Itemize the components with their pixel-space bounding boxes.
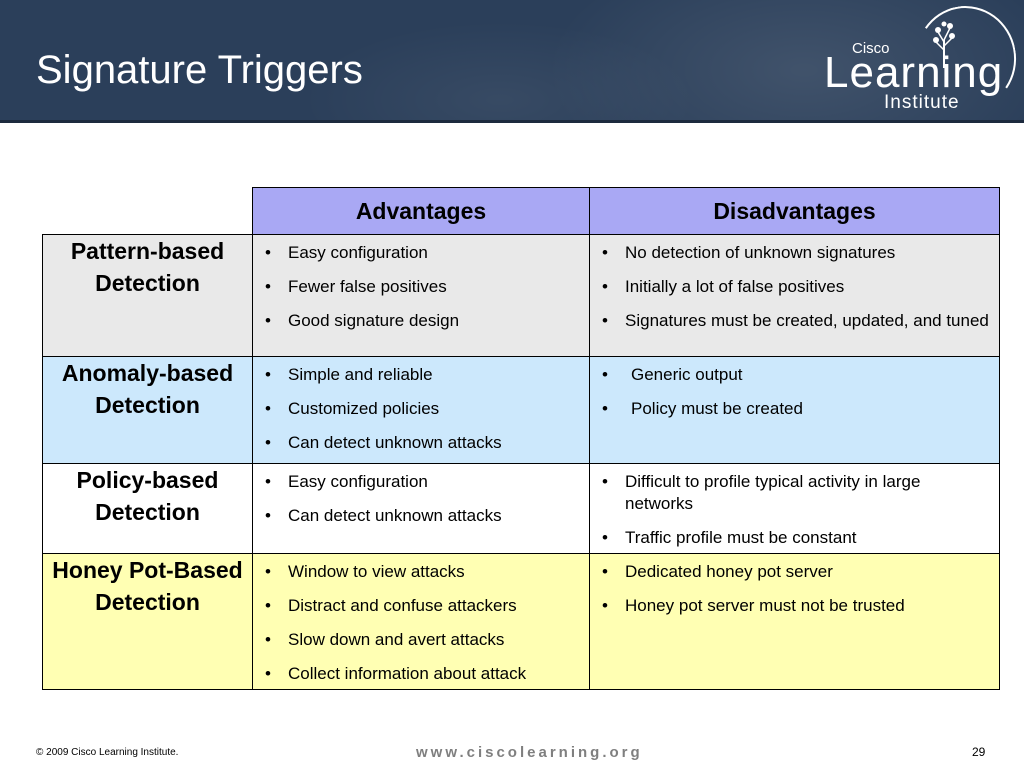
- list-item: •Policy must be created: [602, 399, 803, 418]
- list-item: •Can detect unknown attacks: [265, 433, 502, 452]
- disadvantages-cell: •No detection of unknown signatures •Ini…: [589, 234, 1000, 357]
- table-row: Honey Pot-Based Detection •Window to vie…: [42, 553, 1000, 690]
- column-header-disadvantages: Disadvantages: [589, 187, 1000, 235]
- advantages-cell: •Simple and reliable •Customized policie…: [252, 356, 590, 464]
- list-item: •Fewer false positives: [265, 277, 447, 296]
- list-item-text: Simple and reliable: [288, 365, 433, 384]
- list-item: •Honey pot server must not be trusted: [602, 596, 905, 615]
- list-item: •Window to view attacks: [265, 562, 465, 581]
- table-row: Policy-based Detection •Easy configurati…: [42, 463, 1000, 554]
- list-item-text: Good signature design: [288, 311, 460, 330]
- list-item: •Generic output: [602, 365, 743, 384]
- list-item-text: Dedicated honey pot server: [625, 562, 833, 581]
- column-header-advantages: Advantages: [252, 187, 590, 235]
- table-header-row: Advantages Disadvantages: [43, 187, 1000, 235]
- list-item-text: Fewer false positives: [288, 277, 447, 296]
- table-row: Anomaly-based Detection •Simple and reli…: [42, 356, 1000, 464]
- list-item-text: Difficult to profile typical activity in…: [625, 472, 921, 513]
- logo-institute-text: Institute: [884, 92, 960, 113]
- disadvantages-cell: •Dedicated honey pot server •Honey pot s…: [589, 553, 1000, 690]
- list-item-text: Distract and confuse attackers: [288, 596, 517, 615]
- list-item-text: Easy configuration: [288, 243, 428, 262]
- list-item-text: Initially a lot of false positives: [625, 277, 845, 296]
- list-item-text: Traffic profile must be constant: [625, 528, 857, 547]
- logo-learning-text: Learning: [824, 48, 1004, 97]
- list-item: •Difficult to profile typical activity i…: [602, 472, 921, 513]
- list-item: •Dedicated honey pot server: [602, 562, 833, 581]
- list-item-text: Can detect unknown attacks: [288, 433, 502, 452]
- list-item-text: Can detect unknown attacks: [288, 506, 502, 525]
- list-item: •Easy configuration: [265, 472, 428, 491]
- list-item: •Good signature design: [265, 311, 460, 330]
- signature-triggers-table: Advantages Disadvantages Pattern-based D…: [42, 187, 1000, 690]
- list-item: •Initially a lot of false positives: [602, 277, 845, 296]
- list-item: •Traffic profile must be constant: [602, 528, 857, 547]
- advantages-cell: •Easy configuration •Can detect unknown …: [252, 463, 590, 554]
- table-row: Pattern-based Detection •Easy configurat…: [42, 234, 1000, 357]
- list-item-text: Honey pot server must not be trusted: [625, 596, 905, 615]
- list-item-text: Generic output: [631, 365, 743, 384]
- row-header-honey-pot-based: Honey Pot-Based Detection: [42, 553, 253, 690]
- row-header-pattern-based: Pattern-based Detection: [42, 234, 253, 357]
- list-item-text: Easy configuration: [288, 472, 428, 491]
- logo-cisco-text: Cisco: [852, 40, 890, 57]
- list-item-text: Slow down and avert attacks: [288, 630, 505, 649]
- list-item-text: Collect information about attack: [288, 664, 527, 683]
- copyright-text: © 2009 Cisco Learning Institute.: [36, 747, 179, 758]
- list-item: •No detection of unknown signatures: [602, 243, 896, 262]
- row-header-policy-based: Policy-based Detection: [42, 463, 253, 554]
- list-item-text: Policy must be created: [631, 399, 803, 418]
- tree-icon: [933, 21, 955, 68]
- header-rule: [0, 120, 1024, 123]
- list-item-text: Signatures must be created, updated, and…: [625, 311, 989, 330]
- table-corner-cell: [43, 188, 253, 235]
- list-item-text: Window to view attacks: [288, 562, 465, 581]
- list-item: •Can detect unknown attacks: [265, 506, 502, 525]
- list-item: •Slow down and avert attacks: [265, 630, 505, 649]
- advantages-cell: •Window to view attacks •Distract and co…: [252, 553, 590, 690]
- website-url: www.ciscolearning.org: [416, 744, 643, 761]
- list-item: •Signatures must be created, updated, an…: [602, 311, 989, 330]
- disadvantages-cell: •Generic output •Policy must be created: [589, 356, 1000, 464]
- disadvantages-cell: •Difficult to profile typical activity i…: [589, 463, 1000, 554]
- list-item-text: Customized policies: [288, 399, 440, 418]
- list-item: •Collect information about attack: [265, 664, 527, 683]
- list-item: •Customized policies: [265, 399, 440, 418]
- list-item: •Distract and confuse attackers: [265, 596, 517, 615]
- list-item-text: No detection of unknown signatures: [625, 243, 896, 262]
- advantages-cell: •Easy configuration •Fewer false positiv…: [252, 234, 590, 357]
- slide-title: Signature Triggers: [36, 48, 363, 92]
- list-item: •Simple and reliable: [265, 365, 433, 384]
- cisco-learning-institute-logo: Cisco Learning Institute: [818, 0, 1024, 118]
- page-number: 29: [972, 745, 986, 759]
- row-header-anomaly-based: Anomaly-based Detection: [42, 356, 253, 464]
- list-item: •Easy configuration: [265, 243, 428, 262]
